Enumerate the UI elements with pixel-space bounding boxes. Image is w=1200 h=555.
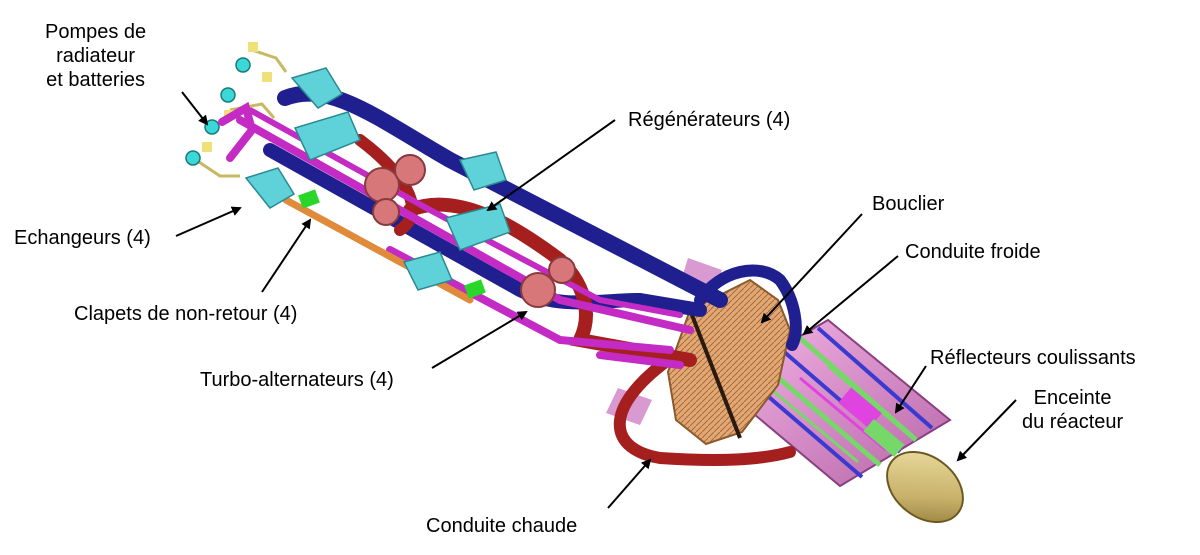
radiator-pumps	[185, 42, 288, 178]
arrow-cold-duct	[802, 255, 899, 336]
label-cold-duct: Conduite froide	[905, 241, 1041, 263]
arrow-regenerators	[486, 119, 616, 212]
arrow-hot-duct	[607, 458, 652, 509]
label-pumps-line-2: radiateur	[56, 45, 136, 67]
label-reactor-vessel-line-2: du réacteur	[1022, 411, 1124, 433]
cold-duct	[694, 264, 802, 351]
reactor-module	[606, 258, 964, 524]
label-check-valves: Clapets de non-retour (4)	[74, 303, 298, 325]
label-pumps-line-1: Pompes de	[45, 21, 147, 43]
label-exchangers: Echangeurs (4)	[14, 227, 151, 249]
arrow-reactor-vessel	[956, 399, 1017, 462]
reactor-vessel-dome	[886, 450, 964, 524]
arrow-turbo-alternators	[431, 310, 528, 369]
label-reactor-vessel: Enceinte du réacteur	[1022, 386, 1123, 434]
label-pumps: Pompes de radiateur et batteries	[45, 20, 146, 92]
arrow-sliding-reflectors	[894, 365, 927, 414]
power-conversion-module-2	[402, 151, 576, 308]
regenerator-block-2	[444, 203, 511, 251]
arrow-check-valves	[261, 218, 312, 293]
arrow-exchangers	[175, 206, 242, 237]
hot-duct	[613, 354, 796, 466]
label-pumps-line-3: et batteries	[46, 69, 146, 91]
label-hot-duct: Conduite chaude	[426, 515, 578, 537]
arrow-pumps	[181, 91, 209, 126]
power-conversion-module-1	[244, 67, 426, 226]
label-regenerators: Régénérateurs (4)	[628, 109, 791, 131]
label-sliding-reflectors: Réflecteurs coulissants	[930, 347, 1136, 369]
label-reactor-vessel-line-1: Enceinte	[1033, 387, 1112, 409]
label-shield: Bouclier	[872, 193, 945, 215]
label-turbo-alternators: Turbo-alternateurs (4)	[200, 369, 394, 391]
leader-arrows	[175, 91, 1017, 509]
radiation-shield	[666, 278, 792, 446]
arrow-shield	[760, 213, 863, 324]
regenerator-block-1	[293, 111, 361, 161]
